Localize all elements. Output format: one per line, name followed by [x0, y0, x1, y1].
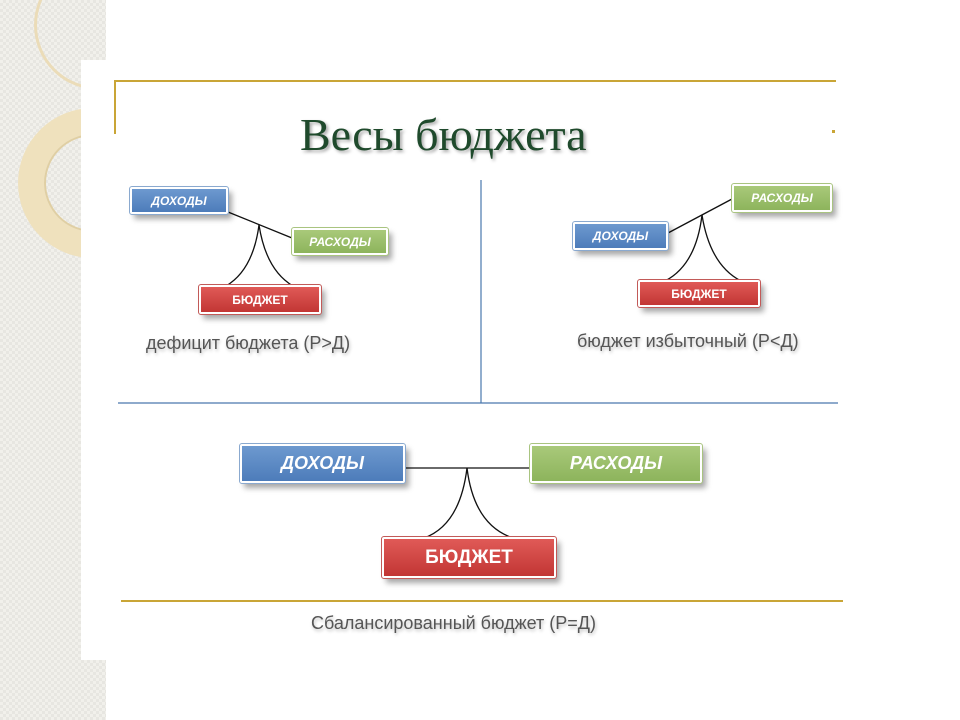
surplus-income-box: ДОХОДЫ: [572, 221, 669, 251]
surplus-budget-box: БЮДЖЕТ: [637, 279, 761, 308]
deficit-income-box: ДОХОДЫ: [129, 186, 229, 215]
deficit-budget-box: БЮДЖЕТ: [198, 284, 322, 315]
deficit-beam: [227, 211, 293, 239]
page-title: Весы бюджета: [300, 109, 587, 160]
bottom-gold-line: [121, 600, 843, 602]
balanced-budget-box: БЮДЖЕТ: [381, 536, 557, 579]
surplus-arm-left: [664, 214, 703, 282]
balanced-caption: Сбалансированный бюджет (Р=Д): [311, 613, 596, 633]
surplus-beam: [667, 198, 733, 234]
balanced-arm-right: [466, 467, 514, 539]
surplus-caption: бюджет избыточный (Р<Д): [577, 331, 799, 351]
deficit-caption: дефицит бюджета (Р>Д): [146, 333, 351, 353]
surplus-arm-right: [701, 214, 742, 282]
surplus-expenses-box: РАСХОДЫ: [731, 183, 833, 213]
balanced-income-box: ДОХОДЫ: [239, 443, 406, 484]
right-gold-tick: [832, 130, 835, 133]
balanced-arm-left: [423, 467, 468, 539]
balanced-expenses-box: РАСХОДЫ: [529, 443, 703, 484]
top-gold-line: [114, 80, 836, 82]
left-gold-line: [114, 80, 116, 134]
deficit-arm-left: [225, 224, 260, 287]
deficit-expenses-box: РАСХОДЫ: [291, 227, 389, 256]
deficit-arm-right: [258, 224, 294, 287]
